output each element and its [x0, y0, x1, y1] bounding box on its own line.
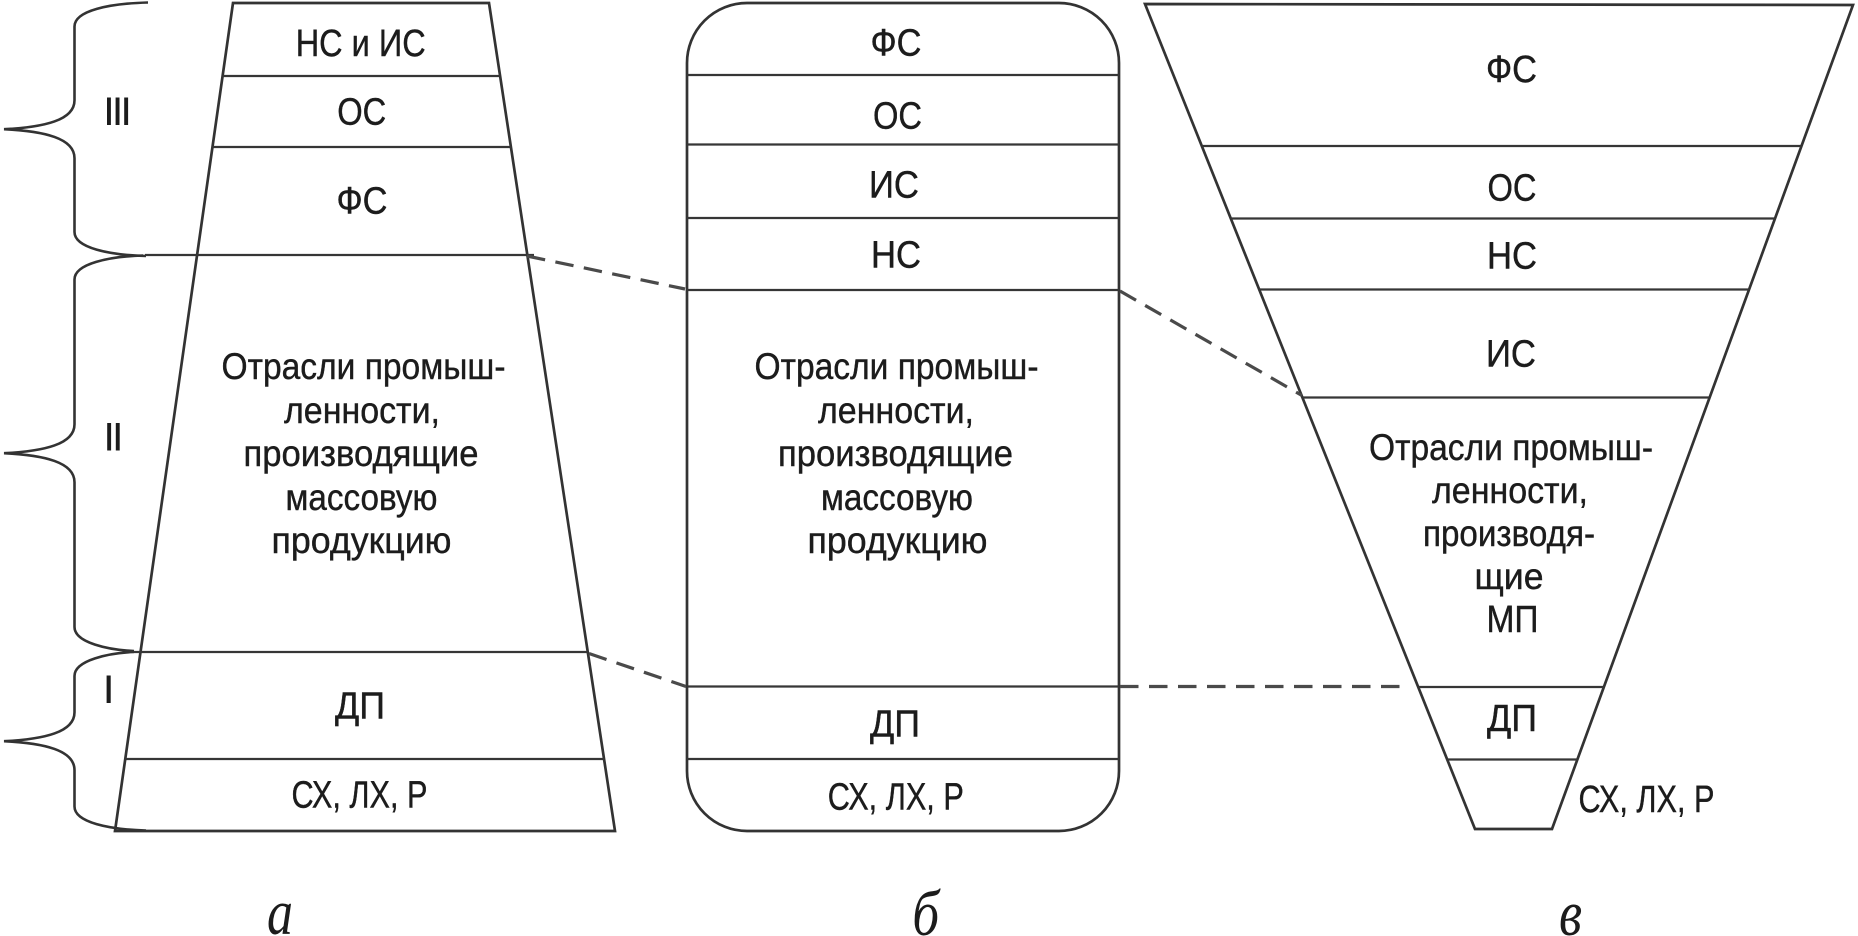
svg-text:массовую: массовую [821, 477, 973, 518]
svg-text:производя-: производя- [1423, 513, 1595, 554]
svg-text:массовую: массовую [286, 477, 438, 518]
svg-text:Отрасли промыш-: Отрасли промыш- [755, 346, 1039, 387]
svg-text:Отрасли промыш-: Отрасли промыш- [222, 346, 506, 387]
svg-text:производящие: производящие [244, 433, 479, 474]
svg-text:ленности,: ленности, [284, 390, 440, 431]
svg-text:ФС: ФС [337, 181, 388, 223]
svg-text:МП: МП [1487, 599, 1539, 641]
svg-text:ДП: ДП [335, 686, 385, 728]
svg-text:ДП: ДП [1487, 698, 1537, 740]
svg-text:ОС: ОС [1488, 168, 1537, 210]
svg-text:ОС: ОС [873, 96, 922, 138]
svg-text:Отрасли промыш-: Отрасли промыш- [1369, 427, 1653, 468]
svg-text:ОС: ОС [337, 92, 386, 134]
svg-text:ленности,: ленности, [818, 390, 974, 431]
svg-text:щие: щие [1475, 556, 1544, 597]
svg-text:СХ, ЛХ, Р: СХ, ЛХ, Р [1579, 779, 1715, 821]
svg-text:НС: НС [871, 235, 921, 277]
svg-text:ДП: ДП [870, 704, 920, 746]
svg-text:а: а [267, 877, 293, 936]
svg-text:ИС: ИС [1486, 334, 1536, 376]
svg-text:СХ, ЛХ, Р: СХ, ЛХ, Р [292, 775, 428, 817]
svg-text:ленности,: ленности, [1432, 470, 1588, 511]
svg-text:ИС: ИС [869, 165, 919, 207]
svg-text:НС: НС [1487, 236, 1537, 278]
svg-text:б: б [912, 878, 941, 936]
svg-text:продукцию: продукцию [808, 520, 988, 561]
svg-text:в: в [1559, 878, 1582, 936]
svg-text:производящие: производящие [778, 433, 1013, 474]
svg-text:СХ, ЛХ, Р: СХ, ЛХ, Р [828, 777, 964, 819]
svg-text:НС и ИС: НС и ИС [296, 23, 426, 65]
svg-text:ФС: ФС [871, 23, 922, 65]
svg-text:продукцию: продукцию [272, 520, 452, 561]
svg-text:ФС: ФС [1486, 49, 1537, 91]
